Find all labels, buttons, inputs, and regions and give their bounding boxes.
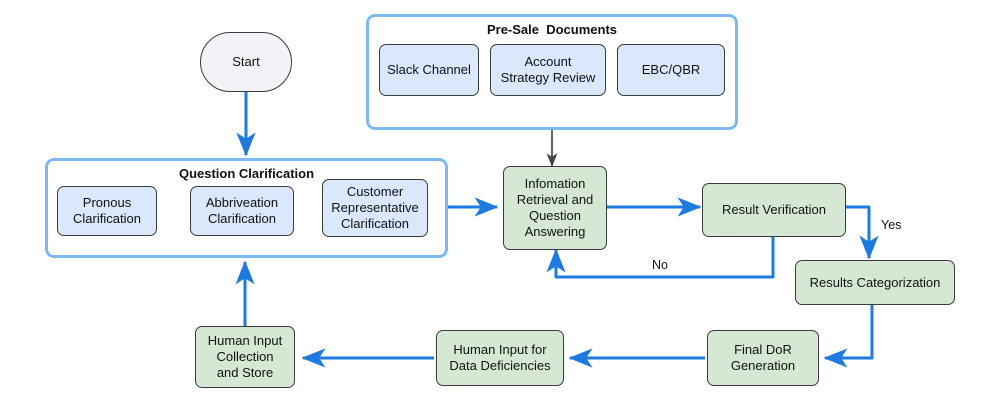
- node-start-label: Start: [232, 54, 260, 70]
- node-customer-representative-clarification[interactable]: Customer Representative Clarification: [322, 179, 428, 237]
- edge-label-yes: Yes: [881, 218, 902, 232]
- node-abbriveation-clarification[interactable]: Abbriveation Clarification: [190, 186, 294, 236]
- node-abbriveation-clarification-label: Abbriveation Clarification: [205, 195, 279, 226]
- node-start[interactable]: Start: [200, 32, 292, 92]
- node-final-dor-generation[interactable]: Final DoR Generation: [707, 330, 819, 386]
- node-information-retrieval-label: Infomation Retrieval and Question Answer…: [516, 176, 594, 239]
- group-question-clarification-title: Question Clarification: [178, 166, 315, 181]
- edge-label-no: No: [652, 258, 668, 272]
- node-result-verification[interactable]: Result Verification: [702, 183, 846, 237]
- node-final-dor-generation-label: Final DoR Generation: [730, 342, 796, 373]
- node-human-input-data-deficiencies-label: Human Input for Data Deficiencies: [449, 342, 551, 373]
- edge-result-verification-yes-to-results-categorization: [846, 205, 879, 260]
- edge-results-categorization-to-final-dor: [823, 305, 874, 368]
- edge-result-verification-no-to-information-retrieval: [546, 237, 775, 279]
- group-pre-sale-documents-title: Pre-Sale Documents: [486, 22, 618, 37]
- node-human-input-collection[interactable]: Human Input Collection and Store: [195, 326, 295, 388]
- node-information-retrieval[interactable]: Infomation Retrieval and Question Answer…: [503, 166, 607, 250]
- node-human-input-data-deficiencies[interactable]: Human Input for Data Deficiencies: [436, 330, 564, 386]
- node-ebc-qbr-label: EBC/QBR: [641, 62, 701, 78]
- node-ebc-qbr[interactable]: EBC/QBR: [617, 44, 725, 96]
- node-slack-channel-label: Slack Channel: [387, 62, 471, 78]
- node-account-strategy-review-label: Account Strategy Review: [500, 54, 596, 85]
- node-result-verification-label: Result Verification: [721, 202, 827, 218]
- node-pronous-clarification[interactable]: Pronous Clarification: [57, 186, 157, 236]
- node-results-categorization-label: Results Categorization: [809, 274, 941, 290]
- node-account-strategy-review[interactable]: Account Strategy Review: [490, 44, 606, 96]
- node-human-input-collection-label: Human Input Collection and Store: [207, 333, 283, 380]
- node-results-categorization[interactable]: Results Categorization: [795, 260, 955, 305]
- node-pronous-clarification-label: Pronous Clarification: [73, 195, 141, 226]
- node-customer-representative-clarification-label: Customer Representative Clarification: [331, 184, 419, 231]
- node-slack-channel[interactable]: Slack Channel: [379, 44, 479, 96]
